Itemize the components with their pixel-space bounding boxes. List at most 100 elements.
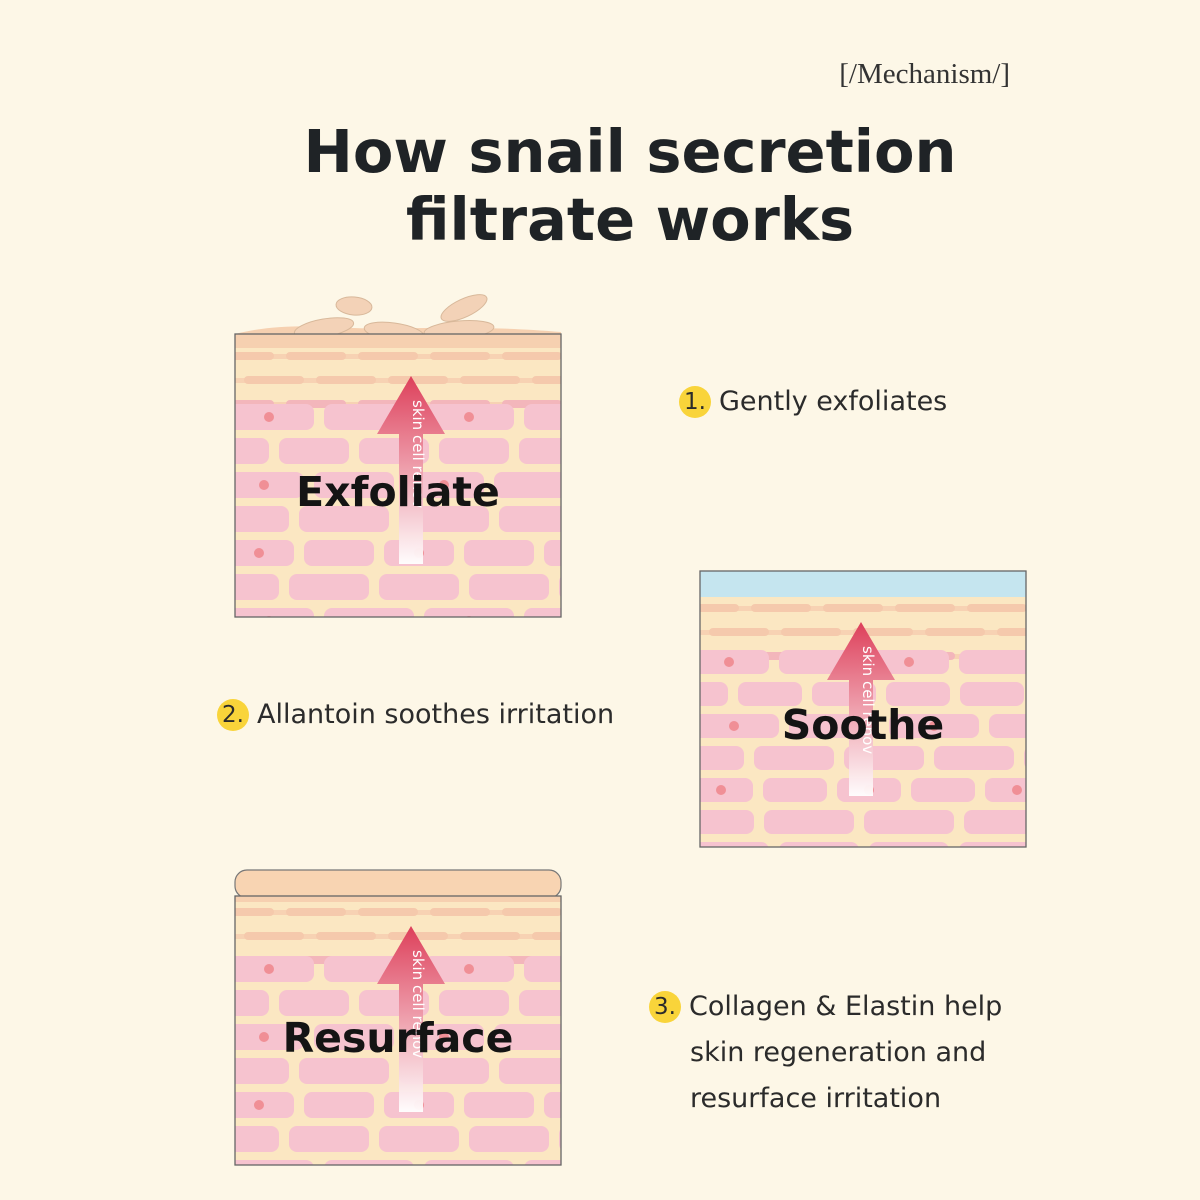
title-line-1: How snail secretion <box>303 117 957 186</box>
skin-cell <box>235 956 314 982</box>
skin-cell <box>235 1092 294 1118</box>
skin-cell <box>544 540 561 566</box>
step-1: 1. Gently exfoliates <box>679 378 947 424</box>
skin-cell <box>964 810 1026 834</box>
resurface-diagram: skin cell renov Resurface <box>234 868 562 1166</box>
skin-cell <box>379 1126 459 1152</box>
skin-cell <box>524 608 561 617</box>
surface-cell <box>997 628 1026 636</box>
top-skin-layer <box>235 896 561 902</box>
arrow-caption: skin cell renov <box>409 950 427 1058</box>
skin-cell <box>869 842 949 847</box>
mechanism-tag: [/Mechanism/] <box>839 58 1010 90</box>
skin-cell <box>289 574 369 600</box>
surface-cell <box>967 604 1026 612</box>
cell-nucleus <box>264 964 274 974</box>
skin-cell <box>989 714 1026 738</box>
exfoliate-label: Exfoliate <box>296 468 500 516</box>
skin-cell <box>299 1058 389 1084</box>
skin-cell <box>279 438 349 464</box>
cell-nucleus <box>439 1032 449 1042</box>
surface-cell <box>532 376 561 384</box>
cell-nucleus <box>716 785 726 795</box>
soothe-diagram: skin cell renov Soothe <box>699 570 1027 848</box>
surface-cell <box>709 628 769 636</box>
step-1-number-badge: 1. <box>679 385 711 418</box>
skin-cell <box>424 608 514 617</box>
skin-cell <box>779 842 859 847</box>
cell-nucleus <box>259 1032 269 1042</box>
skin-cell <box>464 1092 534 1118</box>
skin-cell <box>235 1126 279 1152</box>
skin-cell <box>700 778 753 802</box>
skin-cell <box>235 1058 289 1084</box>
skin-cell <box>494 472 561 498</box>
skin-cell <box>235 540 294 566</box>
skin-cell <box>700 842 769 847</box>
surface-cell <box>235 352 274 360</box>
panel-border <box>234 333 562 618</box>
skin-cell <box>324 1160 414 1165</box>
panel-border <box>234 895 562 1166</box>
exfoliate-diagram: skin cell renov Exfoliate <box>234 294 562 618</box>
surface-cell <box>235 908 274 916</box>
skin-cell <box>279 990 349 1016</box>
skin-cell <box>469 1126 549 1152</box>
dead-skin-flake <box>335 296 373 316</box>
surface-cell <box>358 908 418 916</box>
skin-cell <box>700 714 779 738</box>
resurface-skin-illustration: skin cell renov <box>234 869 562 1166</box>
surface-cell <box>286 352 346 360</box>
cell-nucleus <box>254 548 264 558</box>
surface-cell <box>316 932 376 940</box>
soothe-skin-illustration: skin cell renov <box>699 570 1027 848</box>
step-3-text-line-1: Collagen & Elastin help <box>689 991 1003 1022</box>
skin-cell <box>763 778 827 802</box>
skin-cell <box>235 472 304 498</box>
skin-cell <box>524 1160 561 1165</box>
skin-cell <box>235 1024 304 1050</box>
skin-cell <box>235 574 279 600</box>
skin-cell <box>499 1058 561 1084</box>
step-1-text: Gently exfoliates <box>719 386 948 417</box>
surface-cell <box>358 352 418 360</box>
skin-cell <box>700 810 754 834</box>
surface-cell <box>430 352 490 360</box>
skin-cell <box>314 1024 394 1050</box>
skin-cell <box>304 540 374 566</box>
skin-cell <box>700 682 728 706</box>
skin-cell <box>314 472 394 498</box>
cell-nucleus <box>1012 785 1022 795</box>
skin-cell <box>499 506 561 532</box>
skin-cell <box>700 650 769 674</box>
surface-cell <box>751 604 811 612</box>
cell-nucleus <box>254 1100 264 1110</box>
skin-cell <box>235 438 269 464</box>
cell-nucleus <box>729 721 739 731</box>
surface-cell <box>316 376 376 384</box>
surface-cell <box>781 628 841 636</box>
skin-cell <box>524 956 561 982</box>
surface-cell <box>244 376 304 384</box>
cell-nucleus <box>439 480 449 490</box>
skin-cell <box>959 650 1026 674</box>
skin-cell <box>544 1092 561 1118</box>
surface-cell <box>286 908 346 916</box>
skin-cell <box>424 1160 514 1165</box>
step-2-text: Allantoin soothes irritation <box>257 699 615 730</box>
resurfaced-layer <box>234 869 562 899</box>
skin-cell <box>464 540 534 566</box>
surface-cell <box>823 604 883 612</box>
cell-nucleus <box>724 657 734 667</box>
step-3-text-line-3: resurface irritation <box>690 1083 942 1114</box>
cell-nucleus <box>929 721 939 731</box>
step-2-number-badge: 2. <box>217 698 249 731</box>
skin-cell <box>524 404 561 430</box>
surface-cell <box>388 932 448 940</box>
skin-cell <box>738 682 802 706</box>
panel-border <box>699 570 1027 848</box>
surface-cell <box>244 932 304 940</box>
top-skin-layer <box>235 334 561 348</box>
cell-nucleus <box>264 412 274 422</box>
skin-cell <box>754 746 834 770</box>
